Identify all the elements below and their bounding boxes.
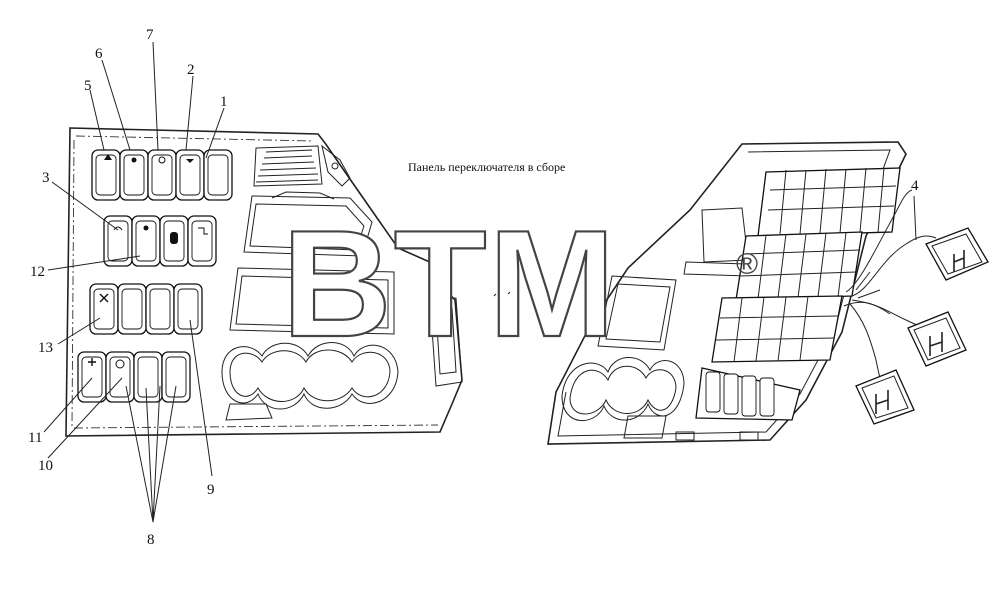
watermark: BTM ® [281,198,758,370]
callout-10: 10 [38,458,53,474]
leader-lines [43,41,917,523]
display-window [229,267,395,335]
watermark-text: BTM [282,199,617,369]
callout-11: 11 [28,430,42,446]
switch-r2-c3 [159,215,189,267]
switch-grid [77,149,233,403]
callout-labels: 1 2 3 4 5 6 7 8 9 10 11 12 13 [28,27,919,548]
connector-1 [925,227,989,281]
callout-3: 3 [42,170,50,186]
switch-bodies-rear [695,167,901,421]
switch-r3-c4 [173,283,203,335]
switch-r2-c4 [187,215,217,267]
callout-4: 4 [911,178,919,194]
panel-rear-view [547,141,989,445]
connector-3 [855,369,915,425]
callout-2: 2 [187,62,195,78]
switch-r1-c3 [147,149,177,201]
small-marks [493,291,511,297]
connector-2 [907,311,967,367]
switch-r1-c4 [175,149,205,201]
callout-8: 8 [147,532,155,548]
watermark-registered: ® [736,248,758,281]
switch-r1-c5 [203,149,233,201]
callout-7: 7 [146,27,154,43]
switch-r2-c2 [131,215,161,267]
callout-9: 9 [207,482,215,498]
callout-1: 1 [220,94,228,110]
switch-r3-c2 [117,283,147,335]
callout-6: 6 [95,46,103,62]
switch-r3-c3 [145,283,175,335]
gauge-cutouts [221,342,399,421]
switch-r4-c3 [133,351,163,403]
assembly-title: Панель переключателя в сборе [408,160,565,174]
callout-13: 13 [38,340,53,356]
vent-slots [253,145,323,187]
switch-r4-c4 [161,351,191,403]
switch-r3-c1 [89,283,119,335]
switch-r4-c2 [105,351,135,403]
callout-12: 12 [30,264,45,280]
switch-r1-c2 [119,149,149,201]
switch-r4-c1 [77,351,107,403]
switch-r1-c1 [91,149,121,201]
callout-5: 5 [84,78,92,94]
switch-r2-c1 [103,215,133,267]
